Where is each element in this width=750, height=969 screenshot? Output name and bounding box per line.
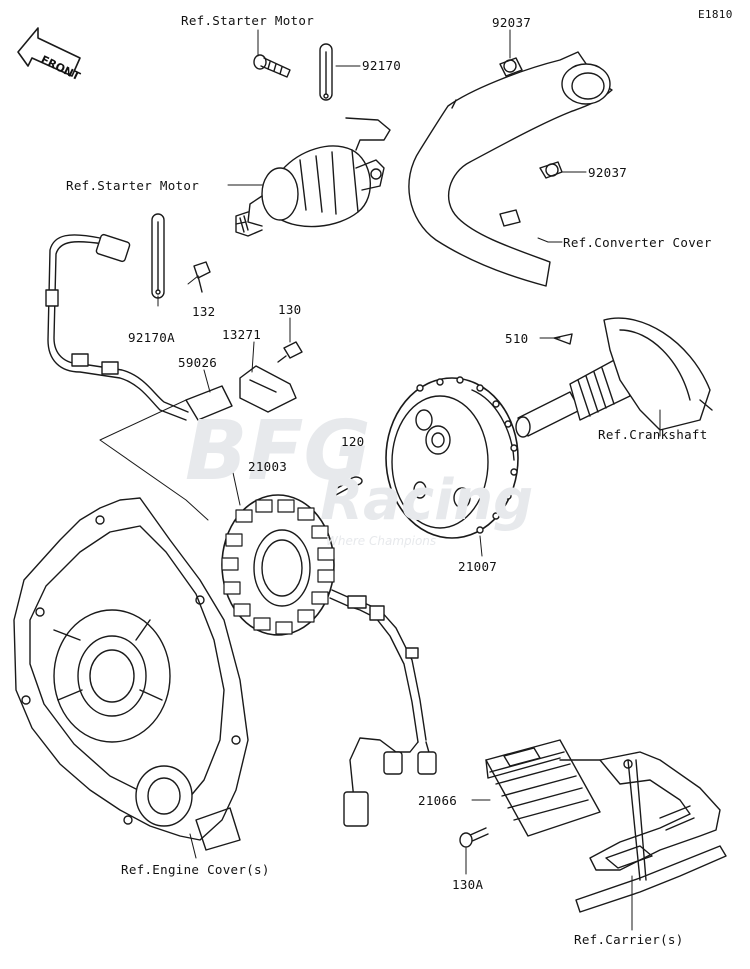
- part-132: 132: [192, 304, 216, 319]
- starter-bolt-top: [253, 54, 291, 78]
- ref-converter-cover: Ref.Converter Cover: [563, 235, 712, 250]
- part-21066: 21066: [418, 793, 458, 808]
- part-92037-top: 92037: [492, 15, 532, 30]
- part-130: 130: [278, 302, 302, 317]
- regulator-21066: [485, 739, 601, 837]
- part-21003: 21003: [248, 459, 288, 474]
- leader-lines: [99, 29, 661, 931]
- engine-cover: [13, 497, 249, 851]
- front-arrow-icon: FRONT: [17, 27, 83, 83]
- ref-engine-cover: Ref.Engine Cover(s): [121, 862, 270, 877]
- watermark-tagline: Where Champions: [326, 534, 437, 548]
- part-510: 510: [505, 331, 529, 346]
- ref-starter-motor-top: Ref.Starter Motor: [181, 13, 315, 28]
- bolt-130A: [459, 827, 489, 848]
- part-21007: 21007: [458, 559, 498, 574]
- strap-92170: [319, 43, 333, 101]
- watermark-sub: Racing: [320, 468, 534, 533]
- bolt-130: [277, 341, 303, 363]
- part-59026: 59026: [178, 355, 218, 370]
- part-92037-mid: 92037: [588, 165, 628, 180]
- strap-92170A: [151, 213, 165, 299]
- crankshaft: [515, 317, 713, 438]
- ref-carrier: Ref.Carrier(s): [574, 932, 684, 947]
- part-92170A: 92170A: [128, 330, 175, 345]
- bolt-120: [329, 476, 363, 497]
- flywheel-21007: [385, 376, 519, 539]
- bolt-132: [193, 261, 211, 293]
- ref-crankshaft: Ref.Crankshaft: [598, 427, 708, 442]
- ref-starter-motor-mid: Ref.Starter Motor: [66, 178, 200, 193]
- stator-21003: [221, 494, 437, 827]
- starter-motor: [235, 117, 391, 237]
- diagram-code: E1810: [698, 8, 733, 21]
- part-92170: 92170: [362, 58, 402, 73]
- bracket-13271: [239, 365, 297, 413]
- part-120: 120: [341, 434, 365, 449]
- converter-cover-duct: [408, 51, 613, 287]
- wiring-harness: [45, 233, 233, 421]
- watermark-brand: BFG: [185, 404, 371, 499]
- carrier-frame: [559, 751, 727, 913]
- part-13271: 13271: [222, 327, 262, 342]
- part-130A: 130A: [452, 877, 484, 892]
